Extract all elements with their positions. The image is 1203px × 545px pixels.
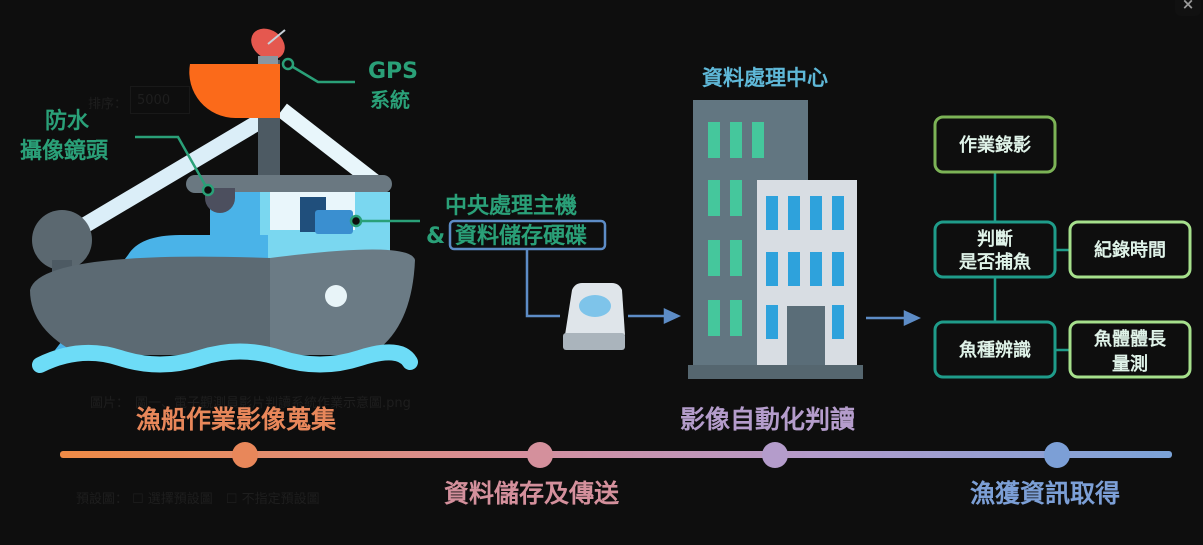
flow-species: 魚種辨識 (959, 339, 1031, 361)
default-image-label: 預設圖： (76, 492, 129, 507)
timeline-dot (1044, 442, 1070, 468)
timeline-step-1: 漁船作業影像蒐集 (136, 405, 337, 434)
timeline-step-4: 漁獲資訊取得 (970, 479, 1120, 508)
sort-value: 5000 (137, 93, 171, 108)
cpu-label: 中央處理主機 (445, 193, 577, 219)
timeline-step-3: 影像自動化判讀 (680, 405, 855, 434)
flow-record: 作業錄影 (959, 134, 1031, 156)
timeline-dot (762, 442, 788, 468)
fishing-boat-illustration (30, 28, 418, 373)
storage-label: 資料儲存硬碟 (455, 223, 587, 249)
camera-label: 防水 (45, 109, 90, 134)
gps-label-2: 系統 (370, 88, 410, 112)
datacenter-label: 資料處理中心 (702, 66, 828, 90)
storage-amp: & (426, 224, 445, 249)
close-button[interactable]: × (1175, 0, 1201, 16)
image-label: 圖片： (90, 396, 130, 411)
flag (189, 64, 280, 119)
default-image-options[interactable]: ☐ 選擇預設圖 ☐ 不指定預設圖 (132, 492, 320, 507)
flow-judge: 判斷 (977, 228, 1013, 250)
computer-icon (315, 210, 353, 234)
timeline-dot (527, 442, 553, 468)
data-flow-arrows (525, 249, 921, 326)
flow-judge-2: 是否捕魚 (958, 251, 1031, 273)
camera-label-2: 攝像鏡頭 (20, 138, 109, 164)
sort-label: 排序： (88, 97, 128, 112)
flow-length-2: 量測 (1112, 353, 1148, 375)
timeline (60, 442, 1172, 468)
callout-lines (135, 57, 420, 228)
data-center-building-icon (688, 100, 863, 379)
satellite-dish-icon (251, 28, 286, 64)
gps-label: GPS (368, 59, 418, 84)
sort-input[interactable] (130, 86, 190, 114)
image-filename[interactable]: 圖一、電子觀測員影片判讀系統作業示意圖.png (135, 396, 411, 411)
hard-drive-icon (563, 283, 625, 350)
flow-time: 紀錄時間 (1094, 239, 1166, 261)
close-icon: × (1181, 0, 1195, 13)
flowchart (933, 115, 1192, 379)
flow-length: 魚體體長 (1094, 328, 1167, 350)
timeline-dot (232, 442, 258, 468)
timeline-step-2: 資料儲存及傳送 (444, 479, 619, 508)
